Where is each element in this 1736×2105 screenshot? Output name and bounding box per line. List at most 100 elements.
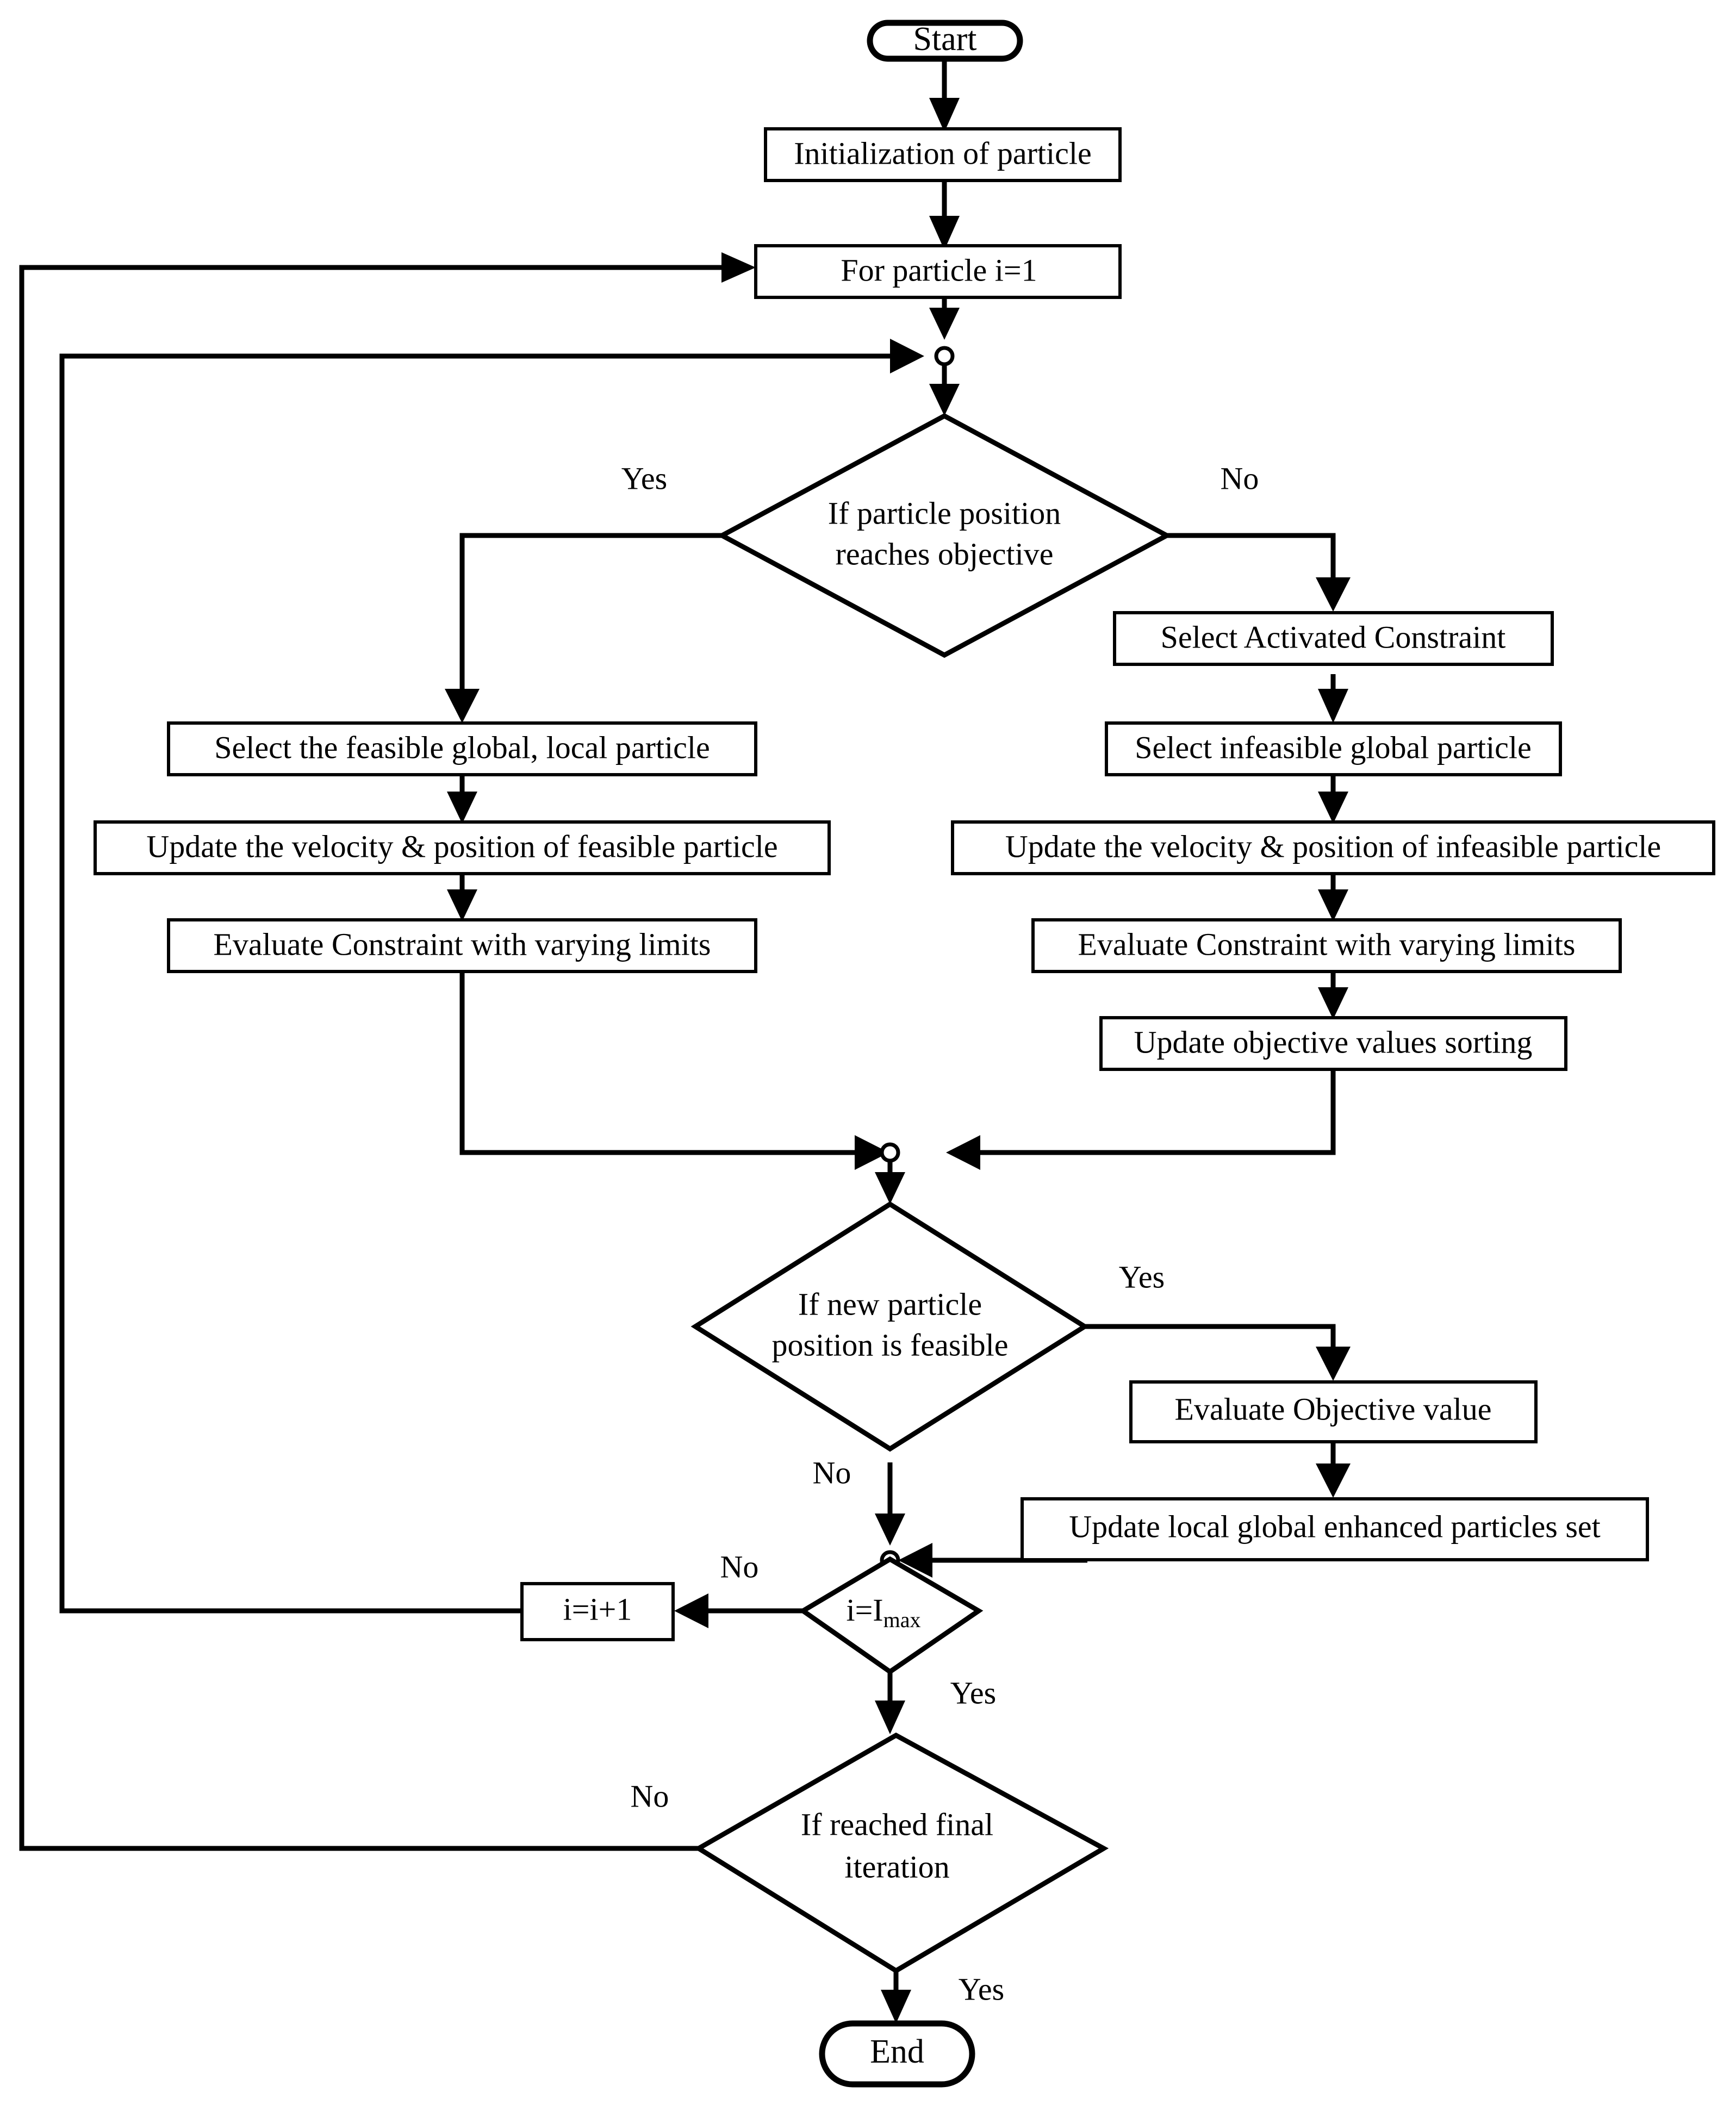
arrowhead-imax-no (674, 1593, 708, 1628)
arrowhead-decision1-no (1316, 577, 1351, 612)
node-decision-objective[interactable]: If particle position reaches objective (717, 413, 1172, 658)
end-label: End (870, 2033, 924, 2070)
for-particle-label: For particle i=1 (841, 252, 1037, 288)
arrowhead-evalR-to-sort (1318, 987, 1348, 1019)
update-feasible-shape (94, 820, 831, 875)
evaluate-objective-label: Evaluate Objective value (1175, 1391, 1492, 1427)
junction-node-merge (880, 1142, 900, 1163)
decision-imax-shape (798, 1556, 984, 1675)
evaluate-constraint-right-shape (1031, 918, 1622, 973)
arrowhead-start-to-init (929, 98, 960, 132)
arrowhead-decision2-yes (1316, 1347, 1351, 1381)
edge-label-objective-yes: Yes (621, 460, 667, 496)
node-evaluate-constraint-right[interactable]: Evaluate Constraint with varying limits (1031, 918, 1622, 973)
arrowhead-merge-to-decision2 (875, 1172, 905, 1204)
update-feasible-label: Update the velocity & position of feasib… (146, 829, 777, 864)
edge-sort-to-merge (973, 1068, 1336, 1155)
edge-label-feasible-no: No (813, 1455, 851, 1490)
start-label: Start (913, 21, 976, 58)
node-decision-final[interactable]: If reached final iteration (694, 1732, 1109, 1974)
edge-label-final-yes: Yes (959, 1971, 1004, 2007)
edge-decision1-no (1166, 533, 1336, 590)
decision-objective-shape (717, 413, 1172, 658)
select-feasible-label: Select the feasible global, local partic… (214, 730, 710, 765)
node-update-sorting[interactable]: Update objective values sorting (1099, 1016, 1567, 1071)
arrowhead-updfeas-to-evalL (447, 889, 477, 921)
start-shape (867, 20, 1023, 62)
arrowhead-imax-yes (875, 1701, 905, 1734)
node-select-infeasible[interactable]: Select infeasible global particle (1105, 721, 1562, 776)
edge-label-feasible-yes: Yes (1119, 1259, 1165, 1294)
select-feasible-shape (167, 721, 757, 776)
decision-final-shape (694, 1732, 1109, 1974)
node-evaluate-objective[interactable]: Evaluate Objective value (1129, 1380, 1538, 1443)
evaluate-constraint-right-label: Evaluate Constraint with varying limits (1078, 926, 1576, 962)
decision-imax-label: i=Imax (846, 1592, 920, 1632)
node-update-local-global[interactable]: Update local global enhanced particles s… (1021, 1497, 1649, 1561)
node-start[interactable]: Start (867, 20, 1023, 62)
select-activated-shape (1113, 611, 1554, 666)
edges-layer (19, 57, 1351, 2023)
edge-final-no-loop (19, 265, 737, 1851)
arrowhead-for-to-junction1 (929, 308, 960, 340)
decision-final-line2: iteration (844, 1849, 949, 1884)
init-label: Initialization of particle (794, 135, 1092, 171)
decision-objective-line2: reaches objective (836, 536, 1054, 571)
edge-evalL-to-merge (459, 970, 862, 1155)
node-end[interactable]: End (819, 2020, 975, 2088)
decision-feasible-line2: position is feasible (772, 1327, 1009, 1362)
for-particle-shape (754, 244, 1122, 299)
arrowhead-final-yes (881, 1990, 911, 2023)
edge-decision2-yes (1085, 1324, 1336, 1359)
arrowhead-updinf-to-evalR (1318, 889, 1348, 921)
arrowhead-decision1-yes (445, 689, 480, 723)
arrowhead-selact-to-selinf (1318, 689, 1348, 723)
update-local-global-label: Update local global enhanced particles s… (1069, 1509, 1601, 1544)
arrowhead-evalL-to-merge (855, 1135, 889, 1170)
evaluate-constraint-left-label: Evaluate Constraint with varying limits (214, 926, 711, 962)
increment-shape (520, 1582, 675, 1641)
evaluate-objective-shape (1129, 1380, 1538, 1443)
node-for-particle[interactable]: For particle i=1 (754, 244, 1122, 299)
evaluate-constraint-left-shape (167, 918, 757, 973)
update-infeasible-label: Update the velocity & position of infeas… (1005, 829, 1661, 864)
arrowhead-selfeas-to-updfeas (447, 792, 477, 824)
decision-objective-line1: If particle position (828, 495, 1061, 531)
update-local-global-shape (1021, 1497, 1649, 1561)
node-decision-imax[interactable]: i=Imax (798, 1556, 984, 1675)
edge-decision1-yes (459, 533, 723, 701)
edge-increment-loop (59, 353, 897, 1614)
update-sorting-shape (1099, 1016, 1567, 1071)
arrowhead-init-to-for (929, 216, 960, 250)
update-sorting-label: Update objective values sorting (1134, 1024, 1533, 1060)
arrowhead-increment-loop (890, 339, 924, 373)
edge-label-objective-no: No (1221, 460, 1259, 496)
end-shape (819, 2020, 975, 2088)
node-update-infeasible[interactable]: Update the velocity & position of infeas… (951, 820, 1715, 875)
arrowhead-junction1-to-decision1 (929, 384, 960, 416)
select-infeasible-shape (1105, 721, 1562, 776)
select-infeasible-label: Select infeasible global particle (1135, 730, 1532, 765)
node-decision-feasible[interactable]: If new particle position is feasible (690, 1201, 1090, 1452)
decision-feasible-line1: If new particle (798, 1286, 982, 1322)
node-init[interactable]: Initialization of particle (764, 127, 1122, 182)
arrowhead-updlg-to-junction3 (898, 1543, 932, 1578)
arrowhead-selinf-to-updinf (1318, 792, 1348, 824)
arrowhead-decision2-no (875, 1514, 905, 1546)
edge-label-final-no: No (631, 1778, 669, 1814)
node-evaluate-constraint-left[interactable]: Evaluate Constraint with varying limits (167, 918, 757, 973)
select-activated-label: Select Activated Constraint (1161, 619, 1506, 655)
increment-label: i=i+1 (563, 1591, 632, 1627)
node-select-feasible[interactable]: Select the feasible global, local partic… (167, 721, 757, 776)
junction-node-top (934, 346, 955, 366)
node-select-activated[interactable]: Select Activated Constraint (1113, 611, 1554, 666)
decision-final-line1: If reached final (801, 1807, 993, 1842)
edge-label-imax-yes: Yes (950, 1675, 996, 1710)
node-increment[interactable]: i=i+1 (520, 1582, 675, 1641)
arrowhead-evalobj-to-updlg (1316, 1463, 1351, 1498)
edge-label-imax-no: No (720, 1549, 759, 1584)
update-infeasible-shape (951, 820, 1715, 875)
node-update-feasible[interactable]: Update the velocity & position of feasib… (94, 820, 831, 875)
